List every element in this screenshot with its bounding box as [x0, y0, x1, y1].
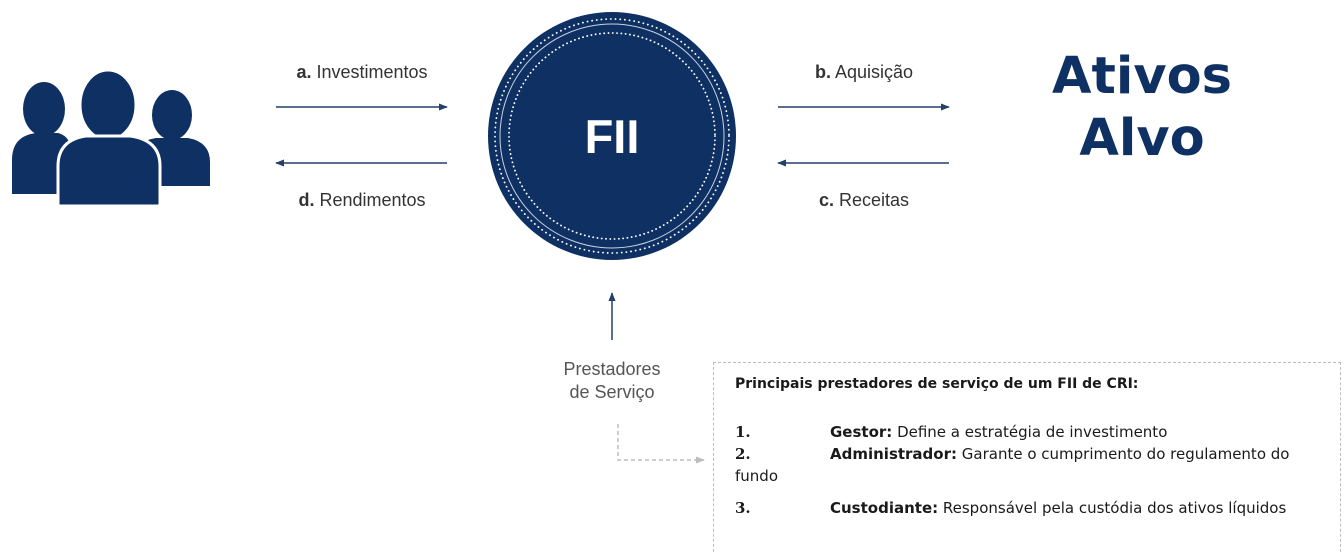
- fii-circle: FII: [488, 12, 736, 260]
- prestadores-line1: Prestadores: [563, 359, 661, 379]
- ativos-alvo-line2: Alvo: [1079, 109, 1205, 168]
- info-item-custodiante: 3. Custodiante: Responsável pela custódi…: [735, 497, 1325, 519]
- flow-text-b: Aquisição: [834, 62, 914, 82]
- flow-letter-d: d.: [298, 190, 315, 210]
- info-item-description: Responsável pela custódia dos ativos líq…: [938, 499, 1287, 517]
- service-providers-info-box: Principais prestadores de serviço de um …: [713, 362, 1341, 553]
- info-item-number: 1.: [735, 423, 751, 441]
- flow-label-receitas: c. Receitas: [819, 190, 909, 211]
- info-item-administrador: 2. Administrador: Garante o cumprimento …: [735, 443, 1325, 487]
- info-item-description: Garante o cumprimento do regulamento do …: [735, 445, 1290, 485]
- investor-center-icon: [56, 68, 162, 208]
- info-item-number: 3.: [735, 499, 751, 517]
- ativos-alvo-title: Ativos Alvo: [1052, 46, 1232, 170]
- ativos-alvo-line1: Ativos: [1052, 47, 1232, 106]
- flow-label-investimentos: a. Investimentos: [296, 62, 427, 83]
- flow-letter-c: c.: [818, 190, 834, 210]
- info-item-term: Gestor:: [830, 423, 893, 441]
- fii-label: FII: [585, 110, 640, 163]
- flow-label-aquisicao: b. Aquisição: [815, 62, 913, 83]
- dashed-connector: [617, 424, 705, 464]
- flow-text-d: Rendimentos: [319, 190, 426, 210]
- info-box-title: Principais prestadores de serviço de um …: [735, 376, 1139, 392]
- flow-text-c: Receitas: [839, 190, 910, 210]
- flow-text-a: Investimentos: [316, 62, 428, 82]
- flow-letter-b: b.: [814, 62, 831, 82]
- flow-letter-a: a.: [296, 62, 312, 82]
- investors-group-icon: [12, 68, 210, 208]
- prestadores-line2: de Serviço: [569, 382, 655, 402]
- info-item-number: 2.: [735, 445, 751, 463]
- info-item-description: Define a estratégia de investimento: [892, 423, 1168, 441]
- info-item-gestor: 1. Gestor: Define a estratégia de invest…: [735, 421, 1325, 443]
- flow-label-rendimentos: d. Rendimentos: [298, 190, 425, 211]
- info-item-term: Administrador:: [830, 445, 957, 463]
- info-item-term: Custodiante:: [830, 499, 939, 517]
- prestadores-label: Prestadores de Serviço: [563, 358, 660, 404]
